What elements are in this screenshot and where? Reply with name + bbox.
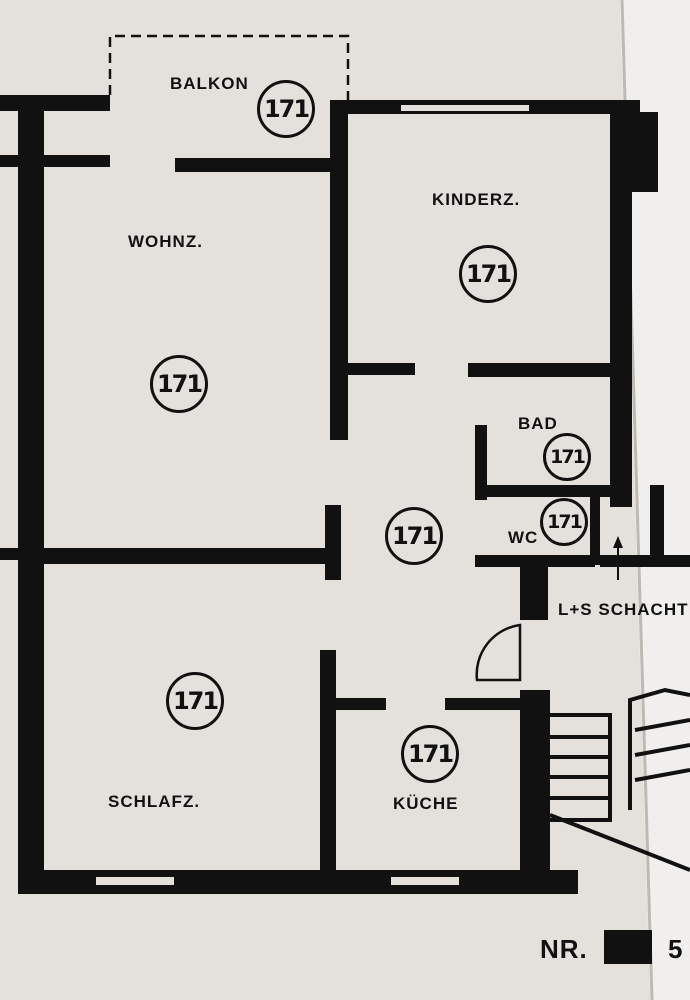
- label-bedroom: SCHLAFZ.: [108, 792, 201, 811]
- staircase: [546, 687, 690, 872]
- label-balcony: BALKON: [170, 74, 249, 93]
- label-wc: WC: [508, 528, 539, 547]
- label-living-room: WOHNZ.: [128, 232, 203, 251]
- stamp-hallway: 171: [385, 507, 443, 565]
- stamp-childrens-room: 171: [459, 245, 517, 303]
- redacted-number: [604, 930, 652, 964]
- balcony-outline: [108, 34, 350, 100]
- label-shaft: L+S SCHACHT: [558, 600, 689, 619]
- stamp-wc: 171: [540, 498, 588, 546]
- stamp-balcony: 171: [257, 80, 315, 138]
- stamp-living-room: 171: [150, 355, 208, 413]
- walls: [0, 95, 690, 894]
- label-bathroom: BAD: [518, 414, 558, 433]
- plan-number-label: NR.: [540, 934, 588, 964]
- entrance-door: [475, 623, 522, 682]
- stamp-bathroom: 171: [543, 433, 591, 481]
- label-childrens-room: KINDERZ.: [432, 190, 521, 209]
- stamp-bedroom: 171: [166, 672, 224, 730]
- label-kitchen: KÜCHE: [393, 794, 459, 813]
- stamp-kitchen: 171: [401, 725, 459, 783]
- plan-number-tail: 5: [668, 934, 684, 964]
